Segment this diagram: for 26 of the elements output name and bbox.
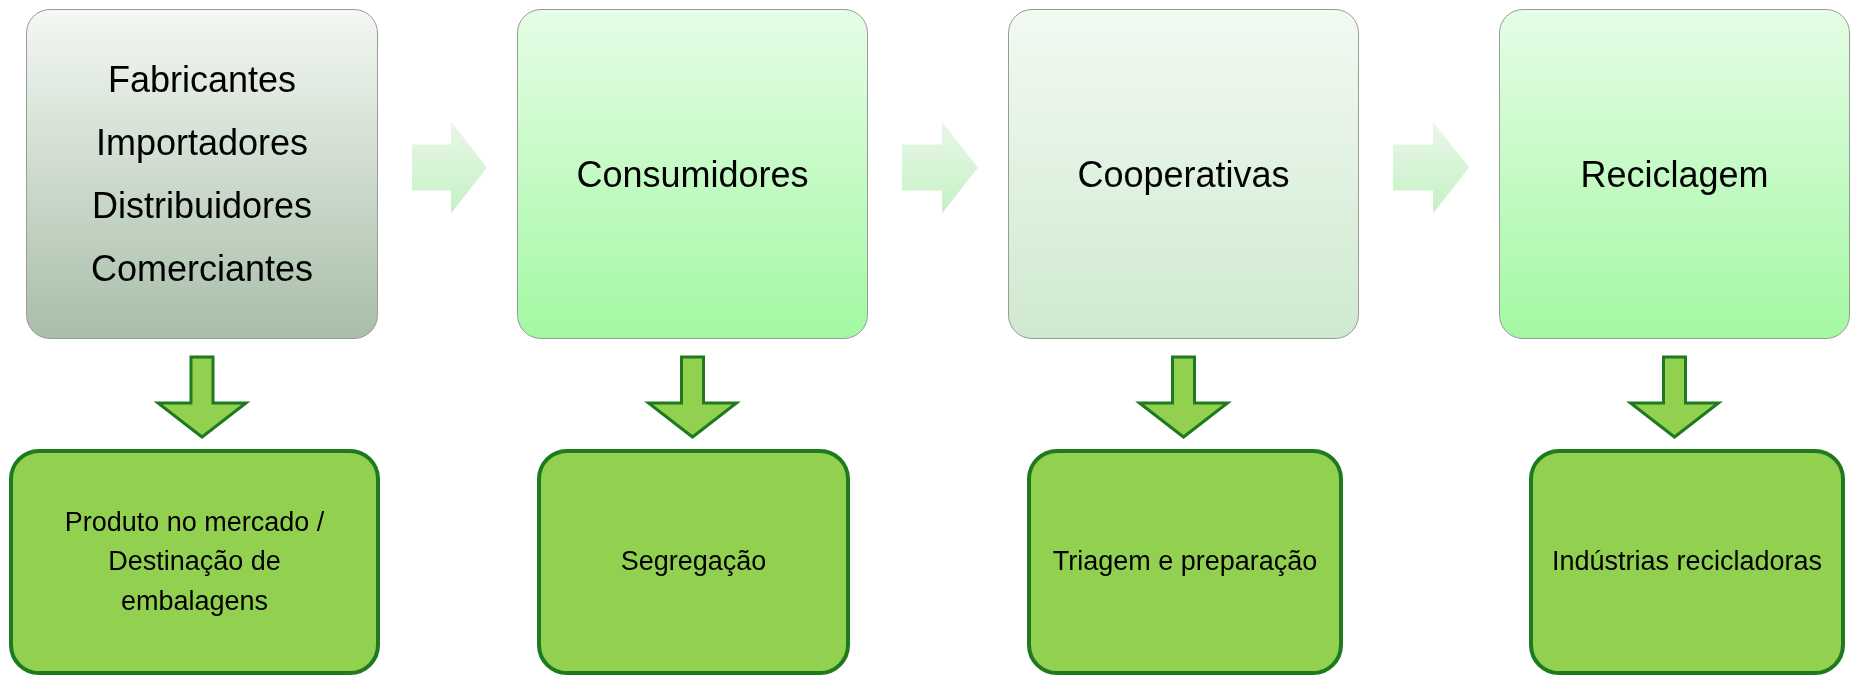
block-arrow: [153, 355, 251, 439]
stage-box: [26, 9, 378, 339]
activity-box: [1529, 449, 1845, 675]
activity-label: Triagem e preparação: [1052, 545, 1318, 579]
stage-label: Consumidores: [576, 152, 809, 197]
stage-box: [1499, 9, 1850, 339]
activity-label: Segregação: [620, 545, 767, 579]
activity-box: [537, 449, 850, 675]
activity-label: Indústrias recicladoras: [1551, 545, 1823, 579]
block-arrow: [1626, 355, 1723, 439]
stage-label: Reciclagem: [1580, 152, 1769, 197]
block-arrow: [1135, 355, 1232, 439]
stage-box: [1008, 9, 1359, 339]
activity-box: [1027, 449, 1343, 675]
stage-box: [517, 9, 868, 339]
stage-label: Distribuidores: [91, 184, 313, 228]
stage-label: Cooperativas: [1077, 152, 1290, 197]
stage-label: Importadores: [95, 121, 309, 165]
stage-label: Fabricantes: [107, 58, 297, 102]
activity-box: [9, 449, 380, 675]
block-arrow: [644, 355, 741, 439]
activity-label: Produto no mercado / Destinação de embalagens: [63, 506, 326, 618]
stage-label: Comerciantes: [90, 247, 314, 291]
block-arrow: [1393, 121, 1469, 214]
block-arrow: [902, 121, 978, 214]
block-arrow: [412, 121, 487, 214]
